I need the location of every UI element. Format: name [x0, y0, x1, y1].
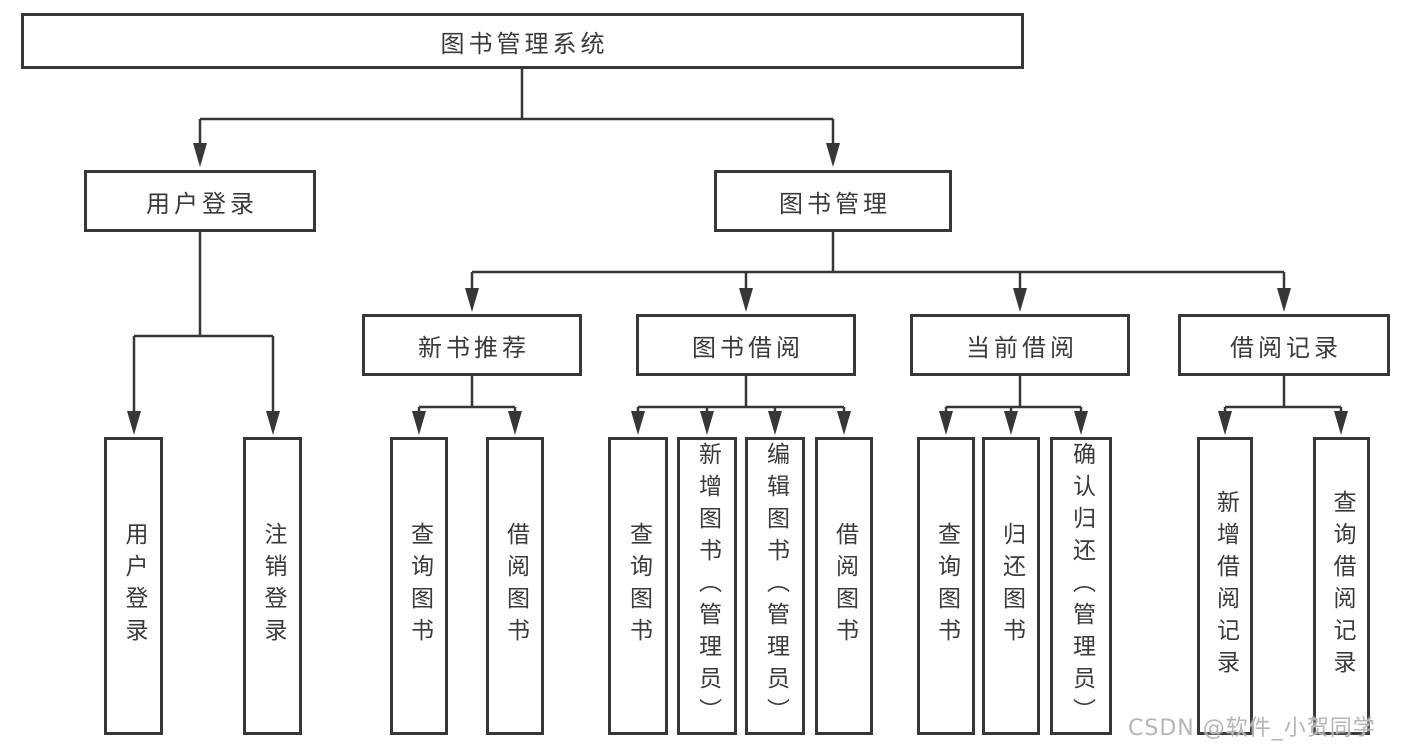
- connector-path: [132, 69, 1343, 413]
- arrow-down-icon: [412, 411, 426, 435]
- leaf-borrow-books-recommend: 借阅图书: [486, 437, 544, 735]
- leaf-query-books-borrow: 查询图书: [608, 437, 668, 735]
- leaf-query-borrow-record: 查询借阅记录: [1313, 437, 1370, 735]
- arrow-down-icon: [1074, 411, 1088, 435]
- node-book-management: 图书管理: [714, 170, 952, 232]
- arrow-down-icon: [700, 411, 714, 435]
- arrow-down-icon: [465, 288, 479, 312]
- arrow-down-icon: [266, 411, 280, 435]
- node-borrow-records: 借阅记录: [1178, 314, 1390, 376]
- arrow-down-icon: [837, 411, 851, 435]
- arrow-down-icon: [1277, 288, 1291, 312]
- leaf-query-borrow-record-label: 查询借阅记录: [1329, 490, 1355, 682]
- arrow-down-icon: [1218, 411, 1232, 435]
- arrow-down-icon: [768, 411, 782, 435]
- leaf-logout: 注销登录: [243, 437, 302, 735]
- leaf-confirm-return-admin: 确认归还（管理员）: [1050, 437, 1112, 735]
- node-root-label: 图书管理系统: [440, 29, 609, 58]
- arrow-down-icon: [1013, 288, 1027, 312]
- leaf-edit-book-admin-label: 编辑图书（管理员）: [762, 442, 789, 730]
- arrow-down-icon: [127, 411, 141, 435]
- leaf-query-books-current-label: 查询图书: [933, 522, 960, 650]
- arrow-down-icon: [631, 411, 645, 435]
- node-book-management-label: 图书管理: [779, 189, 891, 218]
- node-book-borrow-label: 图书借阅: [692, 333, 804, 362]
- node-new-book-recommend: 新书推荐: [362, 314, 582, 376]
- leaf-borrow-books-recommend-label: 借阅图书: [502, 522, 529, 650]
- leaf-return-book-label: 归还图书: [998, 522, 1025, 650]
- leaf-return-book: 归还图书: [982, 437, 1040, 735]
- node-root: 图书管理系统: [21, 13, 1024, 69]
- arrow-down-icon: [1004, 411, 1018, 435]
- leaf-query-books-current: 查询图书: [917, 437, 975, 735]
- leaf-borrow-books-borrow: 借阅图书: [815, 437, 873, 735]
- arrow-down-icon: [939, 411, 953, 435]
- node-user-login: 用户登录: [84, 170, 316, 232]
- leaf-confirm-return-admin-label: 确认归还（管理员）: [1068, 442, 1095, 730]
- arrow-down-icon: [508, 411, 522, 435]
- node-new-book-recommend-label: 新书推荐: [418, 333, 530, 362]
- leaf-add-borrow-record-label: 新增借阅记录: [1212, 490, 1239, 682]
- leaf-logout-label: 注销登录: [260, 522, 286, 650]
- arrow-down-icon: [739, 288, 753, 312]
- arrow-down-icon: [1334, 411, 1348, 435]
- arrow-down-icon: [193, 143, 207, 167]
- csdn-watermark: CSDN @软件_小贺同学: [1128, 716, 1376, 741]
- node-user-login-label: 用户登录: [146, 189, 258, 218]
- leaf-add-book-admin-label: 新增图书（管理员）: [694, 442, 721, 730]
- leaf-query-books-recommend: 查询图书: [390, 437, 448, 735]
- arrow-down-icon: [826, 143, 840, 167]
- arrowhead-icons: [127, 143, 1348, 435]
- leaf-add-book-admin: 新增图书（管理员）: [677, 437, 737, 735]
- leaf-query-books-recommend-label: 查询图书: [406, 522, 433, 650]
- leaf-add-borrow-record: 新增借阅记录: [1197, 437, 1253, 735]
- node-current-borrow-label: 当前借阅: [966, 333, 1078, 362]
- leaf-query-books-borrow-label: 查询图书: [625, 522, 652, 650]
- node-current-borrow: 当前借阅: [910, 314, 1130, 376]
- leaf-edit-book-admin: 编辑图书（管理员）: [745, 437, 805, 735]
- leaf-user-login: 用户登录: [104, 437, 163, 735]
- node-borrow-records-label: 借阅记录: [1230, 333, 1342, 362]
- node-book-borrow: 图书借阅: [636, 314, 856, 376]
- leaf-user-login-label: 用户登录: [121, 522, 147, 650]
- leaf-borrow-books-borrow-label: 借阅图书: [831, 522, 858, 650]
